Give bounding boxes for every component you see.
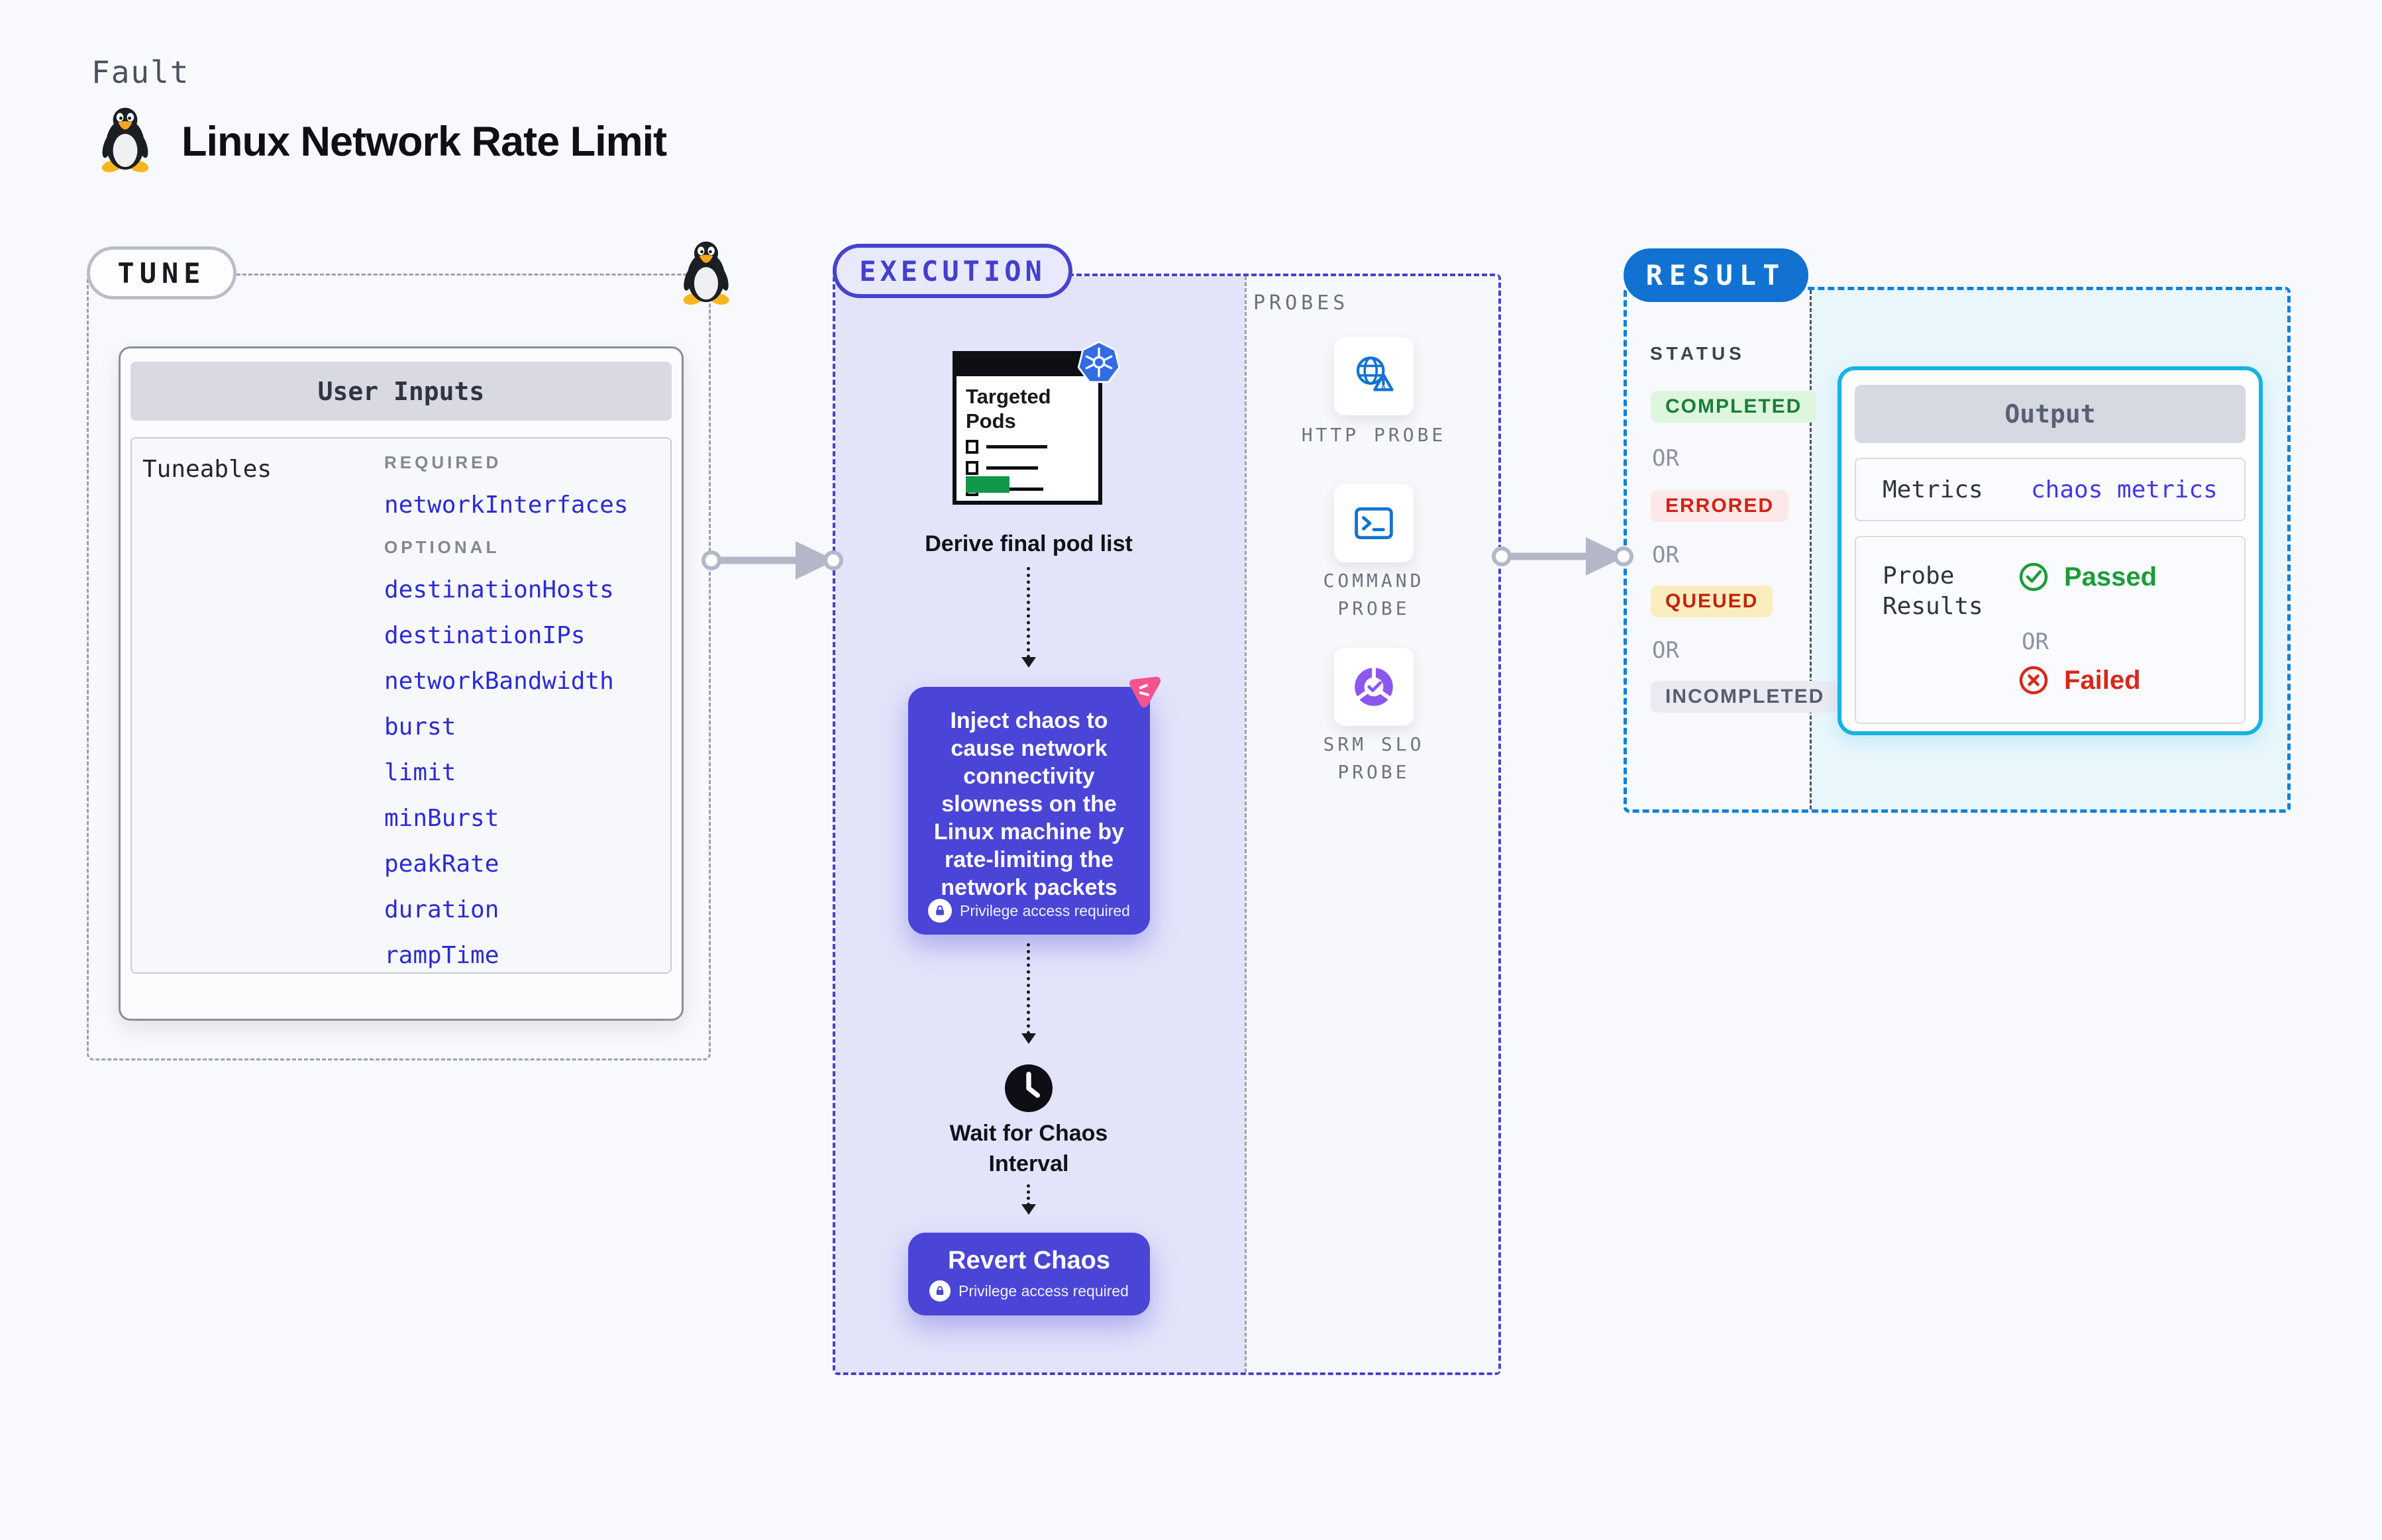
fault-kicker: Fault bbox=[91, 54, 190, 90]
command-probe-card bbox=[1334, 484, 1414, 562]
status-label: STATUS bbox=[1650, 343, 1745, 364]
or-separator: OR bbox=[2022, 629, 2049, 655]
clock-icon bbox=[1005, 1064, 1053, 1112]
probe-results-label: Probe Results bbox=[1883, 562, 1983, 620]
required-group-label: REQUIRED bbox=[384, 452, 502, 472]
wait-for-chaos-step: Wait for Chaos Interval bbox=[949, 1121, 1108, 1176]
revert-chaos-step: Revert Chaos Privilege access required bbox=[908, 1233, 1150, 1315]
or-separator: OR bbox=[1652, 445, 1679, 472]
probes-area bbox=[1245, 276, 1498, 1372]
output-card: Output Metrics chaos metrics Probe Resul… bbox=[1838, 366, 2263, 735]
result-section-pill: RESULT bbox=[1624, 248, 1808, 302]
globe-alert-icon bbox=[1356, 356, 1394, 391]
srm-slo-probe-card bbox=[1334, 648, 1414, 726]
inject-chaos-step: Inject chaos to cause network connectivi… bbox=[908, 687, 1150, 935]
x-circle-icon bbox=[2019, 666, 2048, 695]
probes-label: PROBES bbox=[1253, 291, 1349, 315]
tune-section-pill: TUNE bbox=[87, 246, 236, 299]
param-item: networkInterfaces bbox=[384, 491, 629, 519]
status-badge-errored: ERRORED bbox=[1651, 490, 1789, 522]
check-circle-icon bbox=[2019, 562, 2048, 591]
privilege-note: Privilege access required bbox=[908, 899, 1150, 923]
lock-icon bbox=[929, 1280, 951, 1302]
tuneables-list-box bbox=[130, 437, 672, 974]
status-badge-queued: QUEUED bbox=[1651, 586, 1773, 617]
http-probe-card bbox=[1334, 337, 1414, 415]
param-item: rampTime bbox=[384, 942, 499, 969]
srm-slo-probe-label: SRM SLO PROBE bbox=[1323, 733, 1425, 783]
optional-group-label: OPTIONAL bbox=[384, 537, 500, 557]
param-item: burst bbox=[384, 713, 456, 741]
tune-section-box bbox=[87, 274, 711, 1060]
http-probe-label: HTTP PROBE bbox=[1301, 424, 1447, 446]
page-title: Linux Network Rate Limit bbox=[181, 119, 667, 165]
execution-section-label: EXECUTION bbox=[859, 254, 1046, 287]
execution-section-pill: EXECUTION bbox=[833, 244, 1072, 298]
failed-label: Failed bbox=[2064, 665, 2141, 695]
param-item: minBurst bbox=[384, 805, 499, 832]
tune-to-execution-arrow bbox=[701, 541, 843, 580]
passed-result: Passed bbox=[2018, 561, 2157, 593]
privilege-note-text: Privilege access required bbox=[960, 901, 1130, 919]
flow-arrow-down bbox=[1021, 567, 1036, 668]
kubernetes-icon bbox=[1077, 340, 1121, 384]
pod-list-row bbox=[966, 440, 1047, 454]
param-item: destinationHosts bbox=[384, 576, 614, 603]
or-separator: OR bbox=[1652, 542, 1679, 568]
derive-pod-list-step: Derive final pod list bbox=[925, 531, 1133, 556]
window-titlebar bbox=[957, 355, 1098, 376]
user-inputs-title: User Inputs bbox=[317, 376, 485, 406]
tux-penguin-icon bbox=[101, 107, 149, 172]
privilege-note-text: Privilege access required bbox=[958, 1282, 1129, 1300]
tune-section-label: TUNE bbox=[117, 256, 206, 289]
tuneables-label: Tuneables bbox=[142, 456, 272, 483]
tux-penguin-icon bbox=[683, 241, 729, 305]
targeted-pods-title: Targeted Pods bbox=[966, 385, 1051, 433]
flow-arrow-down bbox=[1021, 943, 1036, 1044]
targeted-pods-icon: Targeted Pods bbox=[953, 351, 1102, 505]
execution-to-result-arrow bbox=[1492, 537, 1633, 576]
param-item: limit bbox=[384, 759, 456, 786]
user-inputs-header: User Inputs bbox=[130, 362, 672, 421]
status-badge-incompleted: INCOMPLETED bbox=[1651, 681, 1839, 713]
flow-arrow-down bbox=[1021, 1184, 1036, 1215]
probe-results-row: Probe Results Passed OR Failed bbox=[1855, 536, 2246, 724]
status-badge-completed: COMPLETED bbox=[1651, 391, 1817, 423]
passed-label: Passed bbox=[2064, 562, 2157, 591]
terminal-icon bbox=[1355, 507, 1393, 539]
slo-donut-check-icon bbox=[1355, 666, 1393, 706]
param-item: duration bbox=[384, 896, 499, 923]
pod-list-row bbox=[966, 461, 1038, 475]
output-title: Output bbox=[2004, 399, 2096, 429]
metrics-label: Metrics bbox=[1883, 476, 1983, 503]
tuneables-params-column: REQUIRED networkInterfaces OPTIONAL dest… bbox=[384, 452, 669, 969]
privilege-note: Privilege access required bbox=[929, 1280, 1129, 1302]
failed-result: Failed bbox=[2018, 664, 2141, 696]
output-header: Output bbox=[1855, 385, 2246, 443]
param-item: peakRate bbox=[384, 850, 499, 878]
param-item: networkBandwidth bbox=[384, 668, 614, 695]
metrics-row: Metrics chaos metrics bbox=[1855, 458, 2246, 521]
metrics-value: chaos metrics bbox=[2031, 476, 2218, 503]
param-item: destinationIPs bbox=[384, 622, 586, 649]
command-probe-label: COMMAND PROBE bbox=[1323, 570, 1425, 619]
inject-chaos-description: Inject chaos to cause network connectivi… bbox=[933, 708, 1125, 900]
lock-icon bbox=[928, 899, 953, 923]
chaos-logo-icon bbox=[1129, 676, 1161, 708]
or-separator: OR bbox=[1652, 637, 1679, 664]
pod-progress-bar bbox=[966, 476, 1010, 493]
revert-chaos-label: Revert Chaos bbox=[948, 1247, 1110, 1274]
result-section-label: RESULT bbox=[1645, 259, 1786, 291]
